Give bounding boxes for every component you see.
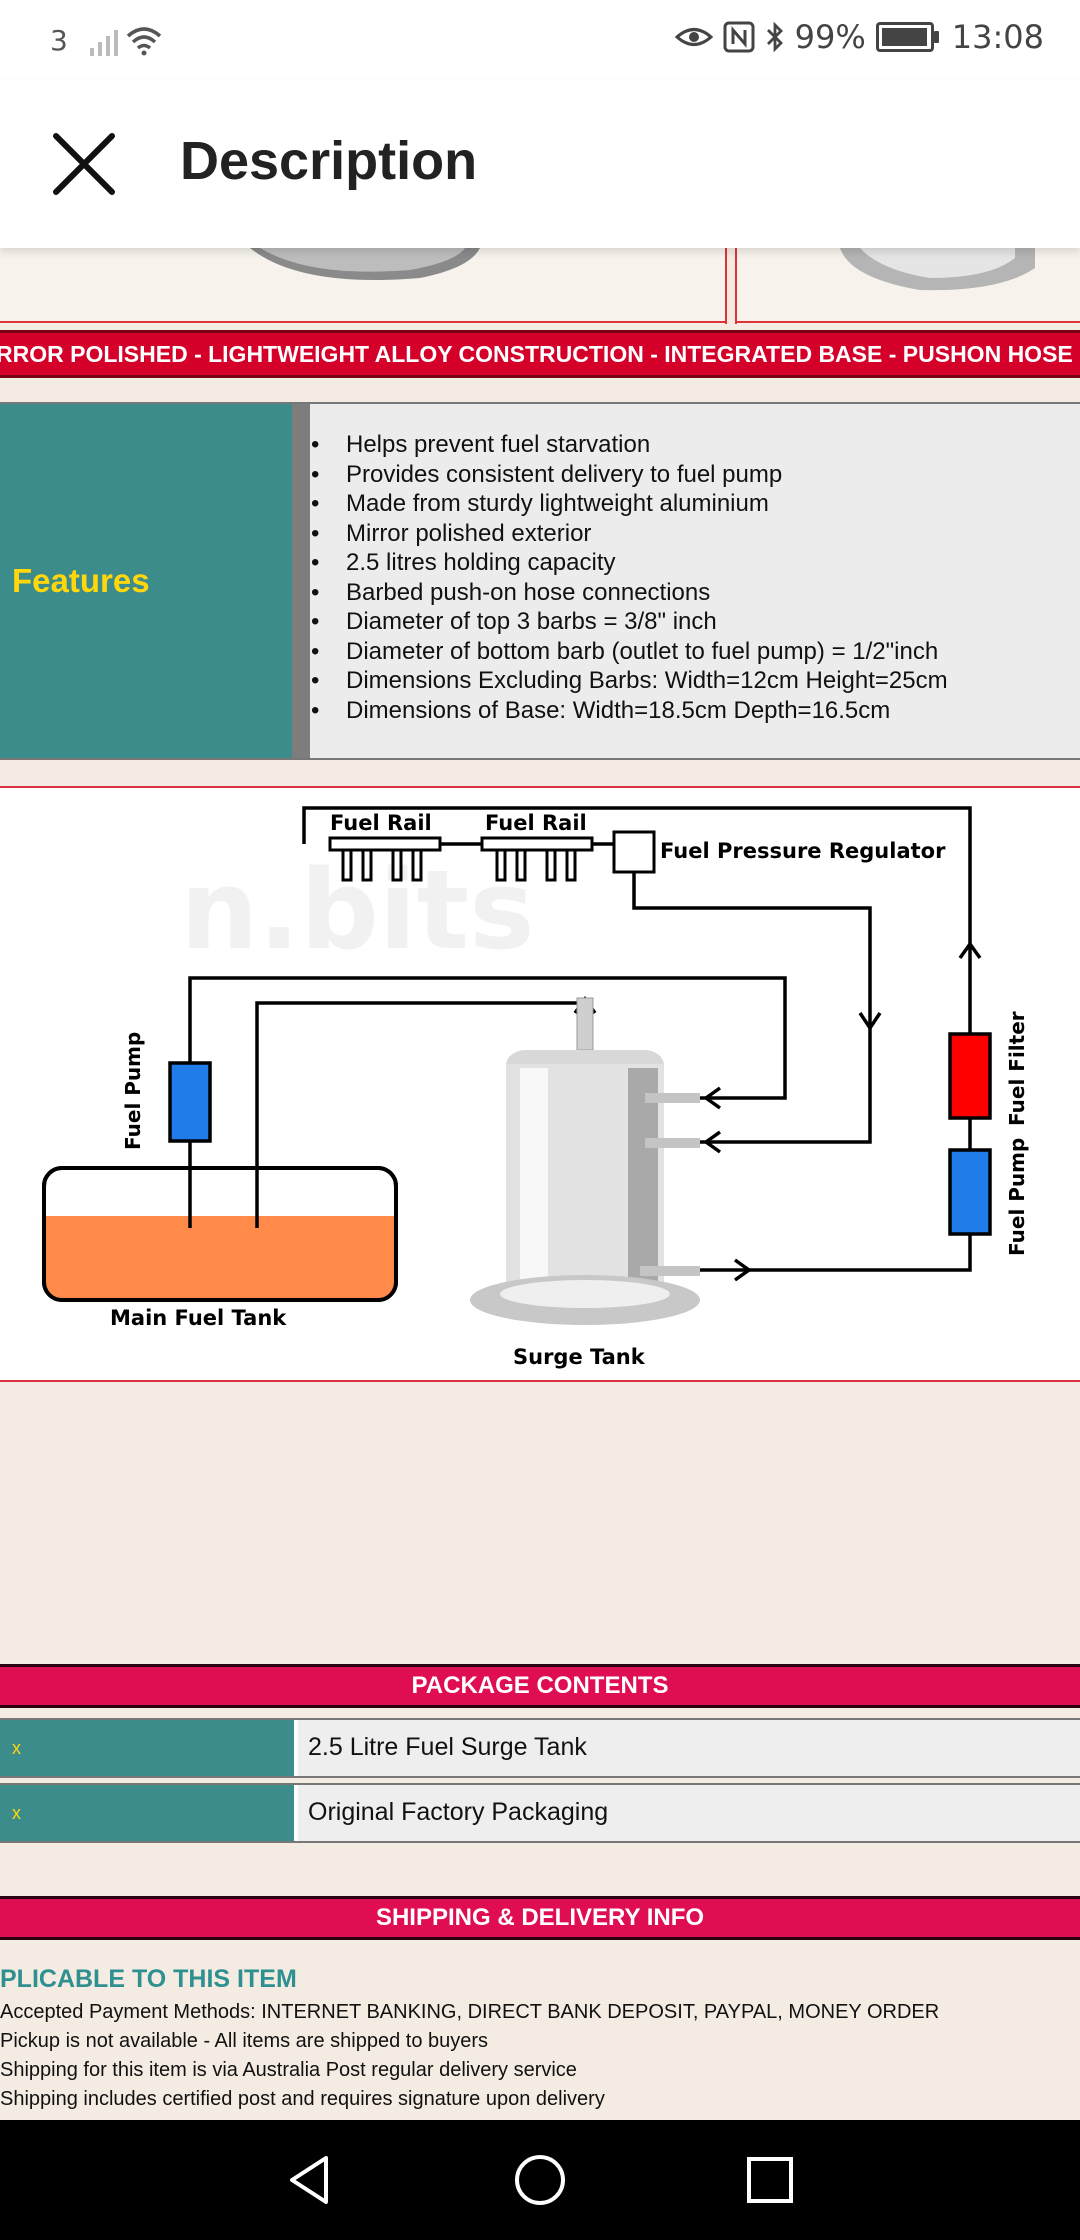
shipping-info: PLICABLE TO THIS ITEM Accepted Payment M… — [0, 1964, 1080, 2114]
nfc-icon — [723, 21, 755, 53]
list-item: Provides consistent delivery to fuel pum… — [311, 460, 948, 490]
fuel-pump-left-label: Fuel Pump — [121, 1032, 145, 1150]
wifi-icon — [126, 27, 162, 56]
table-divider — [292, 404, 310, 758]
close-icon[interactable] — [46, 126, 122, 202]
shipping-subheading: PLICABLE TO THIS ITEM — [0, 1965, 297, 1993]
package-mark-cell: x — [0, 1785, 294, 1841]
features-list: Helps prevent fuel starvation Provides c… — [311, 430, 948, 726]
feature-ticker: RROR POLISHED - LIGHTWEIGHT ALLOY CONSTR… — [0, 330, 1080, 378]
table-row: x 2.5 Litre Fuel Surge Tank — [0, 1718, 1080, 1778]
list-item: 2.5 litres holding capacity — [311, 548, 948, 578]
features-label-cell: Features — [0, 404, 292, 758]
app-header: Description — [0, 80, 1080, 248]
regulator-label: Fuel Pressure Regulator — [660, 839, 946, 863]
system-nav-bar — [0, 2120, 1080, 2240]
surge-tank — [470, 997, 700, 1325]
fuel-rail-2-label: Fuel Rail — [485, 811, 587, 835]
signal-icon — [90, 27, 162, 56]
table-row: x Original Factory Packaging — [0, 1783, 1080, 1843]
fuel-filter-label: Fuel Filter — [1005, 1011, 1029, 1126]
list-item: Barbed push-on hose connections — [311, 578, 948, 608]
fuel-pump-right-label: Fuel Pump — [1005, 1138, 1029, 1256]
page-title: Description — [180, 131, 478, 191]
package-item-text: 2.5 Litre Fuel Surge Tank — [308, 1733, 587, 1761]
list-item: Helps prevent fuel starvation — [311, 430, 948, 460]
package-item-text: Original Factory Packaging — [308, 1798, 609, 1826]
recents-icon[interactable] — [740, 2150, 800, 2210]
clock: 13:08 — [951, 18, 1044, 56]
regulator-box — [612, 830, 656, 874]
description-content[interactable]: RROR POLISHED - LIGHTWEIGHT ALLOY CONSTR… — [0, 248, 1080, 2120]
ticker-text: RROR POLISHED - LIGHTWEIGHT ALLOY CONSTR… — [0, 341, 1080, 367]
fuel-rail-1-label: Fuel Rail — [330, 811, 432, 835]
main-tank-label: Main Fuel Tank — [110, 1306, 287, 1330]
eye-icon — [674, 28, 713, 46]
fuel-filter — [948, 1032, 992, 1120]
package-mark: x — [12, 1803, 21, 1823]
features-label: Features — [12, 562, 150, 599]
watermark-text: n.bits — [180, 846, 535, 974]
list-item: Diameter of bottom barb (outlet to fuel … — [311, 637, 948, 667]
list-item: Made from sturdy lightweight aluminium — [311, 489, 948, 519]
fuel-pump-left — [168, 1061, 212, 1143]
shipping-line: Accepted Payment Methods: INTERNET BANKI… — [0, 2001, 940, 2023]
shipping-line: Shipping for this item is via Australia … — [0, 2059, 577, 2081]
battery-percent: 99% — [794, 18, 866, 56]
package-mark: x — [12, 1738, 21, 1758]
list-item: Dimensions Excluding Barbs: Width=12cm H… — [311, 666, 948, 696]
fuel-pump-right — [948, 1148, 992, 1236]
list-item: Dimensions of Base: Width=18.5cm Depth=1… — [311, 696, 948, 726]
surge-tank-label: Surge Tank — [513, 1345, 646, 1369]
shipping-heading: SHIPPING & DELIVERY INFO — [0, 1896, 1080, 1940]
home-icon[interactable] — [510, 2150, 570, 2210]
status-bar: 3 99% 13:08 — [0, 0, 1080, 80]
main-fuel-tank — [42, 1166, 398, 1302]
bluetooth-icon — [766, 21, 783, 53]
product-image-strip — [0, 248, 1080, 324]
package-mark-cell: x — [0, 1720, 294, 1776]
fuel-lines — [188, 806, 972, 1272]
shipping-line: Shipping includes certified post and req… — [0, 2088, 605, 2110]
battery-icon — [875, 22, 939, 52]
list-item: Diameter of top 3 barbs = 3/8" inch — [311, 607, 948, 637]
fuel-system-diagram: n.bits n.bits Fuel Rail Fuel Rail F — [0, 786, 1080, 1382]
fuel-rail-2 — [480, 836, 594, 882]
list-item: Mirror polished exterior — [311, 519, 948, 549]
back-icon[interactable] — [280, 2150, 340, 2210]
features-table: Features Helps prevent fuel starvation P… — [0, 402, 1080, 760]
package-contents-heading: PACKAGE CONTENTS — [0, 1664, 1080, 1708]
carrier-label: 3 — [50, 24, 68, 57]
shipping-line: Pickup is not available - All items are … — [0, 2030, 489, 2052]
